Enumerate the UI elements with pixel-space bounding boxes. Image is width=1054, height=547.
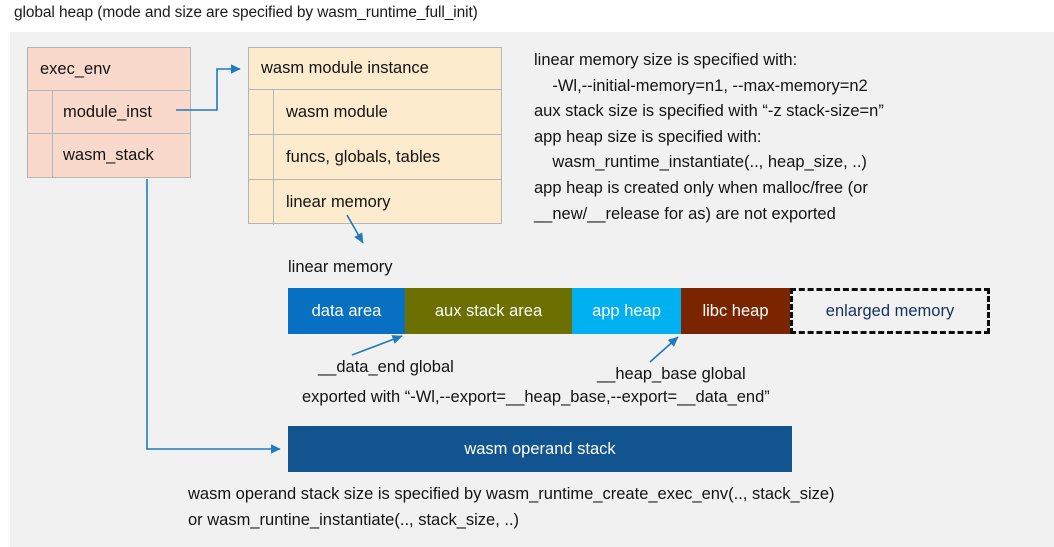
memory-segment-label: libc heap [702, 301, 769, 320]
exec-env-gutter [28, 91, 53, 133]
exec-env-field-label: module_inst [63, 102, 152, 121]
module-instance-field-label: funcs, globals, tables [286, 147, 441, 166]
exec-env-field-wasm-stack: wasm_stack [28, 134, 190, 177]
heap-base-global-label: __heap_base global [597, 365, 746, 383]
linear-memory-caption: linear memory [288, 258, 393, 276]
memory-segment-label: aux stack area [434, 301, 543, 320]
module-instance-gutter [249, 180, 274, 225]
module-instance-header-label: wasm module instance [261, 59, 429, 77]
memory-segment-app-heap: app heap [572, 288, 681, 334]
memory-segment-label: enlarged memory [825, 301, 955, 320]
data-end-global-label: __data_end global [318, 358, 454, 376]
exec-env-gutter [28, 134, 53, 177]
memory-segment-label: app heap [592, 301, 661, 320]
module-instance-field-funcs-globals-tables: funcs, globals, tables [249, 135, 501, 180]
wasm-operand-stack-bar: wasm operand stack [288, 426, 792, 472]
exec-env-box: exec_env module_inst wasm_stack [27, 47, 191, 178]
module-instance-header-row: wasm module instance [249, 48, 501, 90]
module-instance-field-label: linear memory [286, 193, 391, 211]
module-instance-field-wasm-module: wasm module [249, 90, 501, 135]
module-instance-gutter [249, 90, 274, 134]
page-title: global heap (mode and size are specified… [14, 4, 478, 21]
memory-segment-label: data area [311, 301, 382, 320]
module-instance-field-label: wasm module [286, 102, 388, 121]
module-instance-field-linear-memory: linear memory [249, 180, 501, 225]
linear-memory-spec-note: linear memory size is specified with: -W… [534, 51, 884, 223]
exec-env-header-label: exec_env [40, 59, 111, 78]
memory-segment-aux-stack-area: aux stack area [405, 288, 572, 334]
exec-env-field-module-inst: module_inst [28, 91, 190, 134]
exec-env-header-row: exec_env [28, 48, 190, 91]
memory-segment-enlarged-memory: enlarged memory [790, 288, 990, 334]
module-instance-gutter [249, 135, 274, 179]
operand-stack-note: wasm operand stack size is specified by … [188, 485, 835, 529]
exec-env-field-label: wasm_stack [63, 146, 154, 164]
export-flags-label: exported with “-Wl,--export=__heap_base,… [302, 388, 770, 406]
memory-segment-data-area: data area [288, 288, 405, 334]
memory-segment-libc-heap: libc heap [681, 288, 790, 334]
linear-memory-bar: data area aux stack area app heap libc heap… [288, 288, 990, 334]
wasm-module-instance-box: wasm module instance wasm module funcs, … [248, 47, 502, 225]
